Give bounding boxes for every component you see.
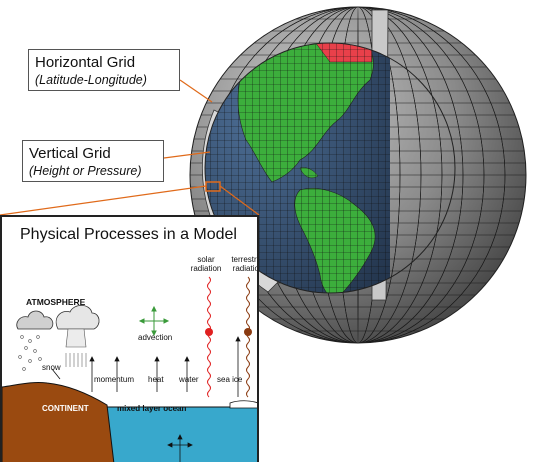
- atmosphere-label: ATMOSPHERE: [26, 297, 86, 307]
- horizontal-grid-leader: [179, 79, 213, 103]
- advection-arrows: [138, 305, 170, 337]
- water-label: water: [179, 375, 199, 384]
- mixed-layer-ocean-label: mixed layer ocean: [117, 404, 187, 413]
- solar-radiation-wave: [207, 276, 211, 398]
- sea-ice-block: [229, 400, 257, 409]
- terrestrial-radiation-label: terrestrial radiation: [231, 255, 259, 273]
- advection-label: advection: [138, 333, 173, 342]
- inner-earth-outline: [204, 42, 456, 294]
- surface-flux-arrows: [89, 336, 241, 397]
- solar-radiation-dot: [205, 328, 213, 336]
- vertical-grid-leader: [163, 151, 211, 159]
- heat-label: heat: [148, 375, 164, 384]
- globe-outline: [189, 6, 527, 344]
- thunderstorm-icon: [55, 304, 100, 367]
- horizontal-grid-title: Horizontal Grid: [35, 54, 136, 71]
- momentum-label: momentum: [94, 375, 135, 384]
- continent-area: [2, 382, 115, 462]
- terrestrial-radiation-wave: [246, 276, 250, 398]
- processes-illustration: [2, 276, 257, 462]
- sea-ice-label: sea ice: [217, 375, 243, 384]
- ocean-mixing-arrows: [167, 434, 193, 462]
- snow-arrow: [51, 368, 61, 380]
- cloud-icon: [16, 310, 54, 371]
- panel-title: Physical Processes in a Model: [20, 226, 237, 243]
- horizontal-grid-label: Horizontal Grid (Latitude-Longitude): [28, 49, 180, 91]
- snow-label: snow: [42, 363, 61, 372]
- vertical-grid-subtitle: (Height or Pressure): [29, 164, 142, 178]
- physical-processes-panel: Physical Processes in a Model ATMOSPHERE…: [0, 215, 259, 462]
- panel-leader-right: [219, 185, 260, 216]
- panel-leader-left: [0, 185, 207, 216]
- horizontal-grid-subtitle: (Latitude-Longitude): [35, 73, 147, 87]
- vertical-grid-label: Vertical Grid (Height or Pressure): [22, 140, 164, 182]
- continent-label: CONTINENT: [42, 404, 89, 413]
- solar-radiation-label: solar radiation: [190, 255, 222, 273]
- terrestrial-radiation-dot: [244, 328, 252, 336]
- vertical-grid-title: Vertical Grid: [29, 145, 111, 162]
- ocean-area: [102, 407, 257, 462]
